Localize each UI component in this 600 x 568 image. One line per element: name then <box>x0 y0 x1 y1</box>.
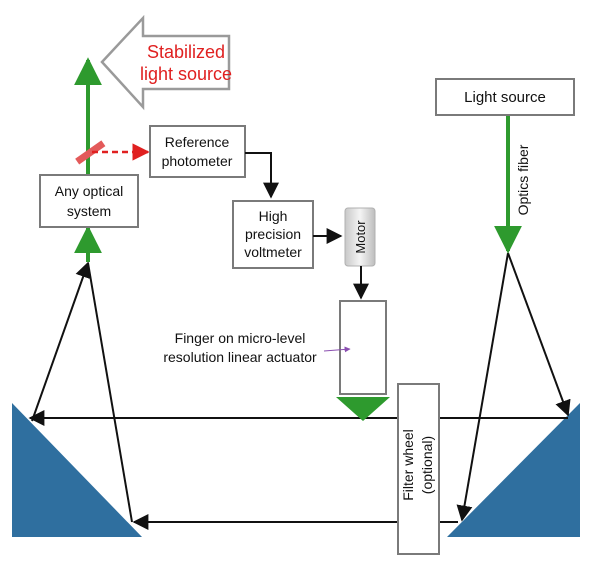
beam-left-up-to-optics <box>31 261 91 422</box>
light-source-label: Light source <box>464 89 546 106</box>
optical-system-box <box>39 174 139 228</box>
voltmeter-label-line2: precision <box>245 226 301 242</box>
left-prism <box>12 403 142 537</box>
motor-label: Motor <box>353 220 368 254</box>
linear-actuator-box <box>339 300 387 395</box>
finger-label-line1: Finger on micro-level <box>175 330 306 346</box>
stabilized-output-arrow <box>100 14 231 111</box>
finger-callout-pointer <box>323 346 351 353</box>
stabilized-label-line2: light source <box>140 64 232 84</box>
stabilized-label-line1: Stabilized <box>147 42 225 62</box>
beam-right-down-left <box>456 252 509 522</box>
voltmeter-label-line1: High <box>259 208 288 224</box>
photometer-to-voltmeter-arrow <box>245 152 279 199</box>
optical-label-line2: system <box>67 203 111 219</box>
light-source-box <box>435 78 575 116</box>
reference-label-line2: photometer <box>162 153 233 169</box>
filter-label-line2: (optional) <box>419 436 435 494</box>
filter-label-line1: Filter wheel <box>400 429 416 501</box>
beam-splitter <box>75 140 106 165</box>
optical-label-line1: Any optical <box>55 183 123 199</box>
filter-wheel-box <box>397 383 440 555</box>
voltmeter-label-line3: voltmeter <box>244 244 302 260</box>
voltmeter-box <box>232 200 314 269</box>
beam-right-down-right <box>507 252 571 417</box>
reference-photometer-box <box>149 125 246 178</box>
right-prism <box>447 403 580 537</box>
optics-fiber-label: Optics fiber <box>515 144 531 215</box>
actuator-tip <box>336 397 390 421</box>
beam-left-down <box>87 262 133 523</box>
reference-label-line1: Reference <box>165 134 230 150</box>
finger-label-line2: resolution linear actuator <box>163 349 317 365</box>
